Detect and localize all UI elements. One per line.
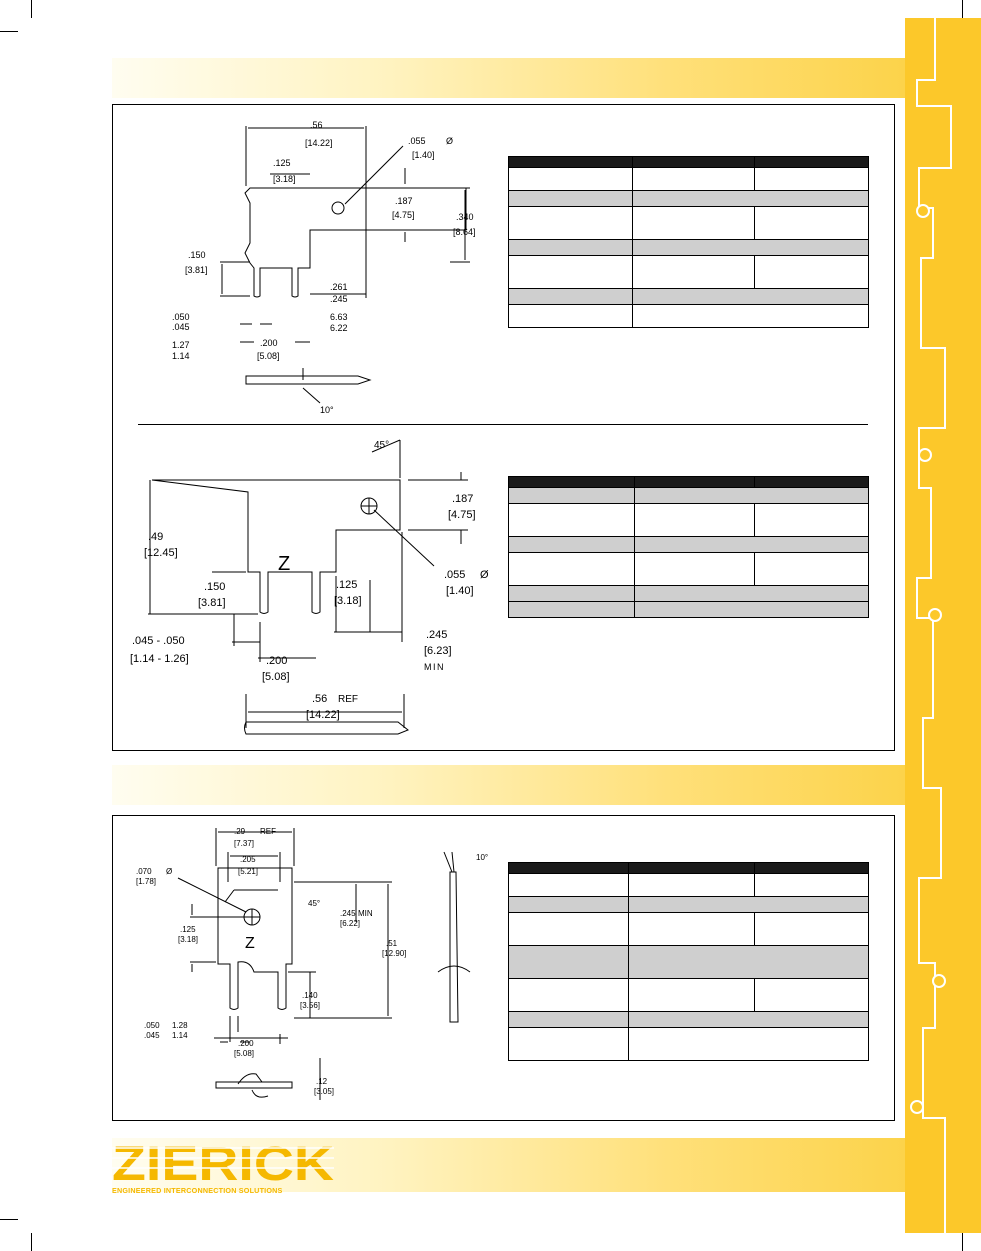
zierick-logo: ZIERICK (112, 1138, 334, 1186)
dim-ref-in: .56 (312, 693, 327, 705)
brand-tagline: ENGINEERED INTERCONNECTION SOLUTIONS (112, 1186, 283, 1195)
dim-hole-in: .070 (136, 867, 152, 876)
dim-tab-in: .187 (395, 196, 413, 206)
crop-mark (962, 0, 963, 18)
dim-legw-in-b: .045 (172, 322, 190, 332)
dim-ref-mm: [7.37] (234, 839, 254, 848)
crop-mark (0, 31, 18, 32)
dim-side-note: MIN (424, 662, 445, 672)
dim-side-in: .245 (340, 909, 356, 918)
circuit-sidebar (905, 18, 981, 1233)
dim-offset-mm: [3.18] (334, 595, 362, 607)
dim-hole-sym: Ø (446, 136, 453, 146)
dim-legw-in-a: .050 (172, 312, 190, 322)
panel-divider (138, 424, 868, 425)
header-band-middle (112, 765, 905, 805)
terminal-drawing-3: .29 REF [7.37] .205 [5.21] .070 Ø [1.78]… (136, 827, 488, 1100)
crop-mark (31, 0, 32, 18)
dim-hole-mm: [1.40] (446, 585, 474, 597)
dim-offset-mm: [3.18] (178, 935, 198, 944)
dim-thick-in: .12 (316, 1077, 328, 1086)
dim-width-mm: [14.22] (305, 138, 333, 148)
dim-pitch-in: .200 (266, 655, 287, 667)
part-mark: Z (278, 553, 290, 575)
crop-mark (962, 1233, 963, 1251)
dim-pitch-in: .200 (260, 338, 278, 348)
spec-table-1 (508, 156, 869, 328)
crop-mark (31, 1233, 32, 1251)
spec-table-3 (508, 862, 869, 1061)
dim-legw-in-b: .045 (144, 1031, 160, 1040)
dim-angle: 10° (320, 405, 334, 415)
dim-angle: 45° (374, 440, 389, 451)
spec-table-2 (508, 476, 869, 618)
header-band-top (112, 58, 905, 98)
dim-legw-mm-b: 1.14 (172, 351, 190, 361)
dim-leg-in: .150 (204, 581, 225, 593)
dim-side-mm: [6.22] (340, 919, 360, 928)
dim-leg-in: .150 (188, 250, 206, 260)
dim-offset-mm: [3.18] (273, 174, 296, 184)
dim-ref-note: REF (260, 827, 276, 836)
terminal-drawing-1: .56 [14.22] .055 Ø [1.40] .125 [3.18] .1… (172, 120, 476, 415)
dim-height-in: .49 (148, 531, 163, 543)
dim-side-in-b: .245 (330, 294, 348, 304)
dim-inner-mm: [5.21] (238, 867, 258, 876)
dim-pitch-mm: [5.08] (234, 1049, 254, 1058)
dim-thick-mm: [3.05] (314, 1087, 334, 1096)
dim-leg-mm: [3.56] (300, 1001, 320, 1010)
dim-offset-in: .125 (273, 158, 291, 168)
dim-leg-in: .140 (302, 991, 318, 1000)
dim-tab-in: .187 (452, 493, 473, 505)
dim-height-mm: [12.45] (144, 547, 178, 559)
crop-mark (0, 1219, 18, 1220)
dim-side-note: MIN (358, 909, 373, 918)
dim-side-in-a: .261 (330, 282, 348, 292)
dim-tab-mm: [4.75] (448, 509, 476, 521)
dim-offset-in: .125 (180, 925, 196, 934)
footer-band (112, 1138, 905, 1192)
dim-legw-mm-a: 1.27 (172, 340, 190, 350)
dim-height-in: .51 (386, 939, 398, 948)
dim-tab-mm: [4.75] (392, 210, 415, 220)
dim-angle-10: 10° (476, 853, 488, 862)
dim-pitch-mm: [5.08] (257, 351, 280, 361)
dim-pitch-mm: [5.08] (262, 671, 290, 683)
dim-ref-note: REF (338, 694, 358, 705)
dim-side-mm-b: 6.22 (330, 323, 348, 333)
dim-leg-mm: [3.81] (185, 265, 208, 275)
dim-height-in: .340 (456, 212, 474, 222)
dim-hole-sym: Ø (480, 569, 489, 581)
dim-side-in: .245 (426, 629, 447, 641)
dim-legw-in: .045 - .050 (132, 635, 185, 647)
dim-hole-in: .055 (444, 569, 465, 581)
dim-ref-in: .29 (234, 827, 246, 836)
dim-legw-mm-b: 1.14 (172, 1031, 188, 1040)
dim-height-mm: [12.90] (382, 949, 406, 958)
dim-offset-in: .125 (336, 579, 357, 591)
dim-leg-mm: [3.81] (198, 597, 226, 609)
dim-ref-mm: [14.22] (306, 709, 340, 721)
dim-hole-mm: [1.78] (136, 877, 156, 886)
dim-width-in: .56 (310, 120, 323, 130)
dim-legw-mm: [1.14 - 1.26] (130, 653, 189, 665)
dim-hole-in: .055 (408, 136, 426, 146)
terminal-drawing-2: 45° .187 [4.75] .49 [12.45] Z .150 [3.81… (130, 439, 489, 735)
dim-angle-45: 45° (308, 899, 320, 908)
dim-hole-sym: Ø (166, 867, 172, 876)
dim-hole-mm: [1.40] (412, 150, 435, 160)
dim-side-mm-a: 6.63 (330, 312, 348, 322)
part-mark: Z (245, 935, 255, 952)
dim-legw-mm-a: 1.28 (172, 1021, 188, 1030)
brand-name: ZIERICK (112, 1138, 334, 1186)
dim-side-mm: [6.23] (424, 645, 452, 657)
dim-pitch-in: .200 (238, 1039, 254, 1048)
dim-inner-in: .205 (240, 855, 256, 864)
dim-legw-in-a: .050 (144, 1021, 160, 1030)
dim-height-mm: [8.64] (453, 227, 476, 237)
